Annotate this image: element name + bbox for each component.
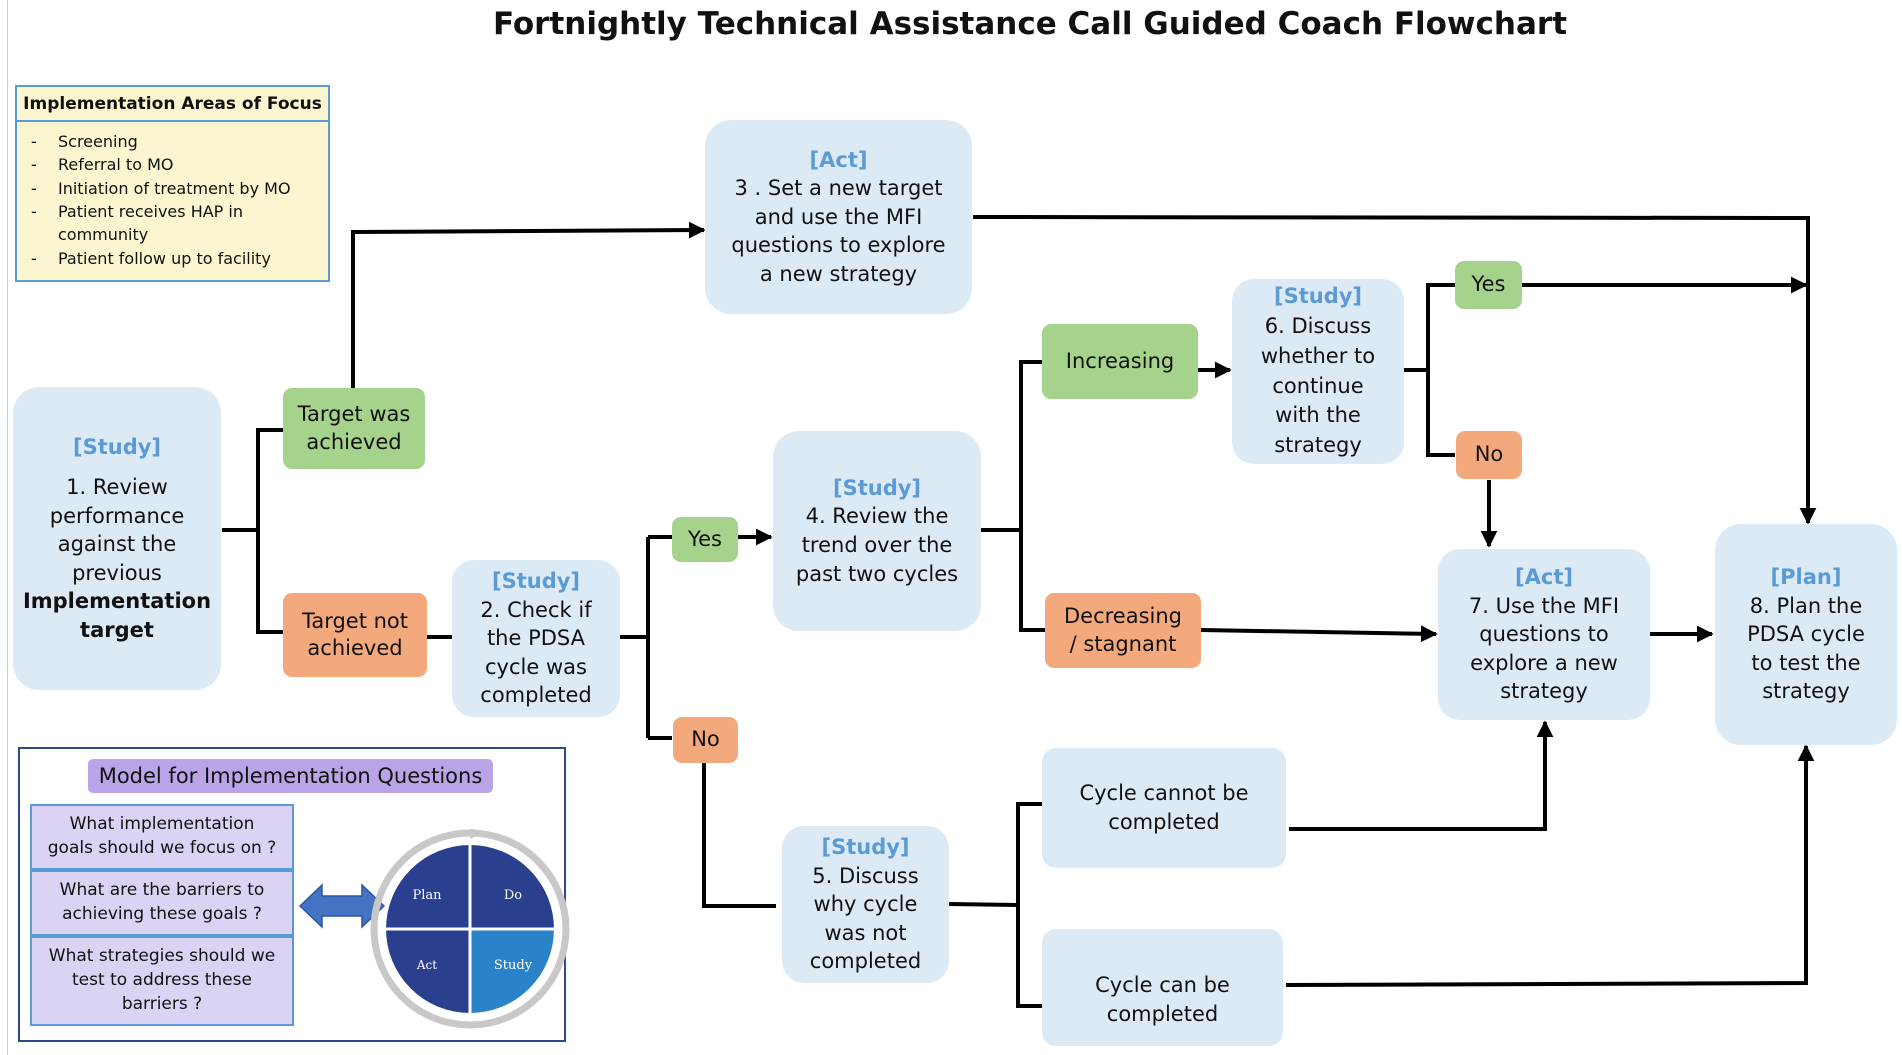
connector-trend-split-vertical: [1019, 360, 1045, 632]
connector-discuss-split-vertical: [1426, 283, 1455, 457]
pdsa-label-do: Do: [504, 888, 522, 903]
focus-list: Screening Referral to MO Initiation of t…: [17, 122, 328, 271]
node-decreasing: Decreasing / stagnant: [1045, 593, 1201, 668]
connector-discuss-why-to-split: [948, 902, 1019, 907]
node-tag: [Act]: [809, 147, 868, 172]
node-bold-text: Implementation target: [22, 589, 212, 642]
node-tag: [Study]: [832, 475, 922, 500]
focus-item: Patient receives HAP in community: [31, 200, 322, 247]
model-question: What implementation goals should we focu…: [30, 804, 294, 870]
model-panel-title: Model for Implementation Questions: [88, 759, 493, 793]
node-text: 8. Plan the PDSA cycle to test the strat…: [1747, 593, 1865, 704]
node-discuss-why: [Study] 5. Discuss why cycle was not com…: [782, 826, 949, 983]
node-text: Target was achieved: [297, 402, 411, 454]
connector-achieved-to-set-target: [351, 221, 706, 388]
pdsa-study-quadrant: [470, 929, 554, 1013]
focus-item: Initiation of treatment by MO: [31, 177, 322, 201]
node-text: 3 . Set a new target and use the MFI que…: [731, 176, 946, 286]
node-plan-pdsa: [Plan] 8. Plan the PDSA cycle to test th…: [1715, 524, 1897, 745]
node-tag: [Study]: [491, 569, 581, 594]
node-text: Cycle cannot be completed: [1079, 781, 1249, 834]
node-text: 5. Discuss why cycle was not completed: [809, 863, 922, 974]
focus-item: Screening: [31, 130, 322, 154]
node-no-completed: No: [673, 717, 738, 763]
model-question: What strategies should we test to addres…: [30, 936, 294, 1026]
node-text: Target not achieved: [301, 608, 409, 660]
connector-can-to-plan: [1285, 744, 1815, 987]
connector-decreasing-to-mfi: [1200, 625, 1438, 643]
connector-cannot-to-mfi: [1289, 720, 1554, 831]
node-target-achieved: Target was achieved: [283, 388, 425, 469]
node-tag: [Study]: [72, 434, 162, 459]
node-text: No: [1474, 442, 1504, 467]
node-text: Yes: [688, 526, 722, 551]
node-tag: [Act]: [1515, 565, 1573, 590]
node-text: 2. Check if the PDSA cycle was completed: [480, 597, 592, 708]
page-title: Fortnightly Technical Assistance Call Gu…: [492, 6, 1568, 42]
node-text: 4. Review the trend over the past two cy…: [795, 504, 959, 586]
connector-set-target-to-plan: [972, 215, 1817, 525]
pdsa-label-study: Study: [494, 958, 533, 973]
node-no-continue: No: [1456, 431, 1522, 479]
pdsa-label-act: Act: [416, 958, 437, 972]
node-review-trend: [Study] 4. Review the trend over the pas…: [773, 431, 981, 631]
focus-item: Referral to MO: [31, 153, 322, 177]
node-use-mfi: [Act] 7. Use the MFI questions to explor…: [1438, 549, 1650, 720]
implementation-focus-panel: Implementation Areas of Focus Screening …: [15, 85, 330, 282]
node-text: 1. Review performance against the previo…: [49, 475, 185, 585]
double-arrow-icon: [298, 883, 386, 929]
pdsa-act-quadrant: [386, 929, 470, 1013]
node-text: Increasing: [1065, 348, 1175, 373]
pdsa-cycle-icon: Plan Do Act Study: [370, 829, 570, 1029]
node-yes-completed: Yes: [672, 517, 738, 562]
node-discuss-continue: [Study] 6. Discuss whether to continue w…: [1232, 279, 1404, 464]
node-text: Decreasing / stagnant: [1063, 604, 1182, 656]
node-text: Yes: [1471, 272, 1506, 297]
node-target-not-achieved: Target not achieved: [283, 593, 427, 677]
node-yes-continue: Yes: [1455, 261, 1522, 309]
node-tag: [Study]: [821, 835, 910, 860]
node-tag: [Study]: [1273, 284, 1363, 309]
pdsa-do-quadrant: [470, 845, 554, 929]
node-cycle-can: Cycle can be completed: [1042, 929, 1283, 1046]
connector-no-to-discuss-why: [702, 763, 776, 908]
node-text: No: [691, 727, 720, 752]
connector-split-vertical: [256, 428, 283, 634]
focus-item: Patient follow up to facility: [31, 247, 322, 271]
node-set-new-target: [Act] 3 . Set a new target and use the M…: [705, 120, 972, 314]
node-text: 6. Discuss whether to continue with the …: [1260, 313, 1376, 458]
focus-panel-title: Implementation Areas of Focus: [17, 87, 328, 122]
pdsa-plan-quadrant: [386, 845, 470, 929]
model-questions-panel: Model for Implementation Questions What …: [18, 747, 570, 1042]
node-text: Cycle can be completed: [1095, 972, 1230, 1026]
model-question: What are the barriers to achieving these…: [30, 870, 294, 936]
node-tag: [Plan]: [1770, 565, 1842, 590]
node-increasing: Increasing: [1042, 324, 1198, 399]
left-edge-rule: [7, 0, 8, 1055]
node-text: 7. Use the MFI questions to explore a ne…: [1468, 593, 1620, 704]
pdsa-label-plan: Plan: [412, 888, 442, 903]
node-review-performance: [Study] 1. Review performance against th…: [13, 387, 221, 690]
node-cycle-cannot: Cycle cannot be completed: [1042, 748, 1286, 868]
connector-discuss-why-split-vertical: [1016, 802, 1042, 1008]
node-check-pdsa: [Study] 2. Check if the PDSA cycle was c…: [452, 560, 620, 717]
